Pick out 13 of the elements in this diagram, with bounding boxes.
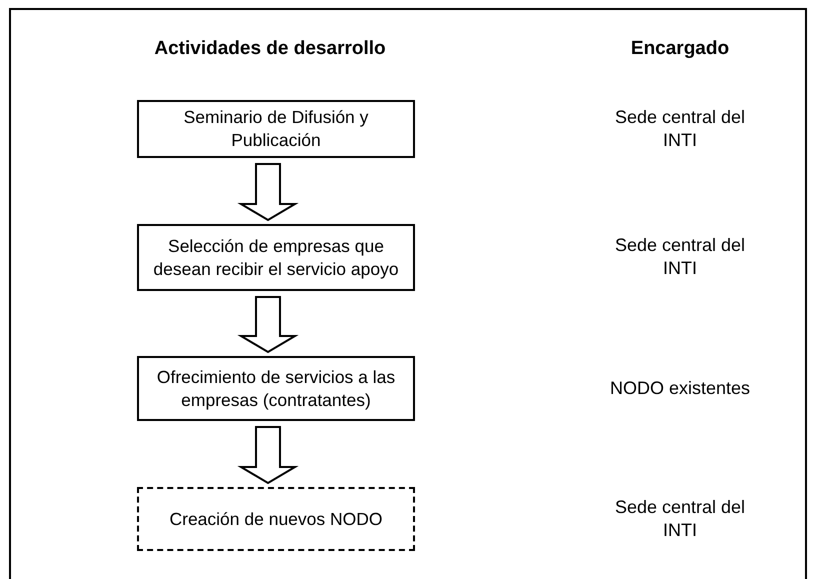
responsible-text: Sede central del INTI [614,496,746,542]
process-box: Ofrecimiento de servicios a las empresas (contratantes) [137,356,415,421]
block-arrow [237,163,299,222]
responsible-text: NODO existentes [608,376,752,400]
column-header: Encargado [630,38,730,60]
responsible-text: Sede central del INTI [614,106,746,152]
block-arrow [237,296,299,354]
block-arrow [237,426,299,484]
process-box: Seminario de Difusión y Publicación [137,100,415,158]
responsible-text: Sede central del INTI [614,234,746,280]
column-header: Actividades de desarrollo [153,38,387,60]
dashed-process-box: Creación de nuevos NODO [137,487,415,551]
process-box: Selección de empresas que desean recibir el servicio apoyo [137,224,415,291]
